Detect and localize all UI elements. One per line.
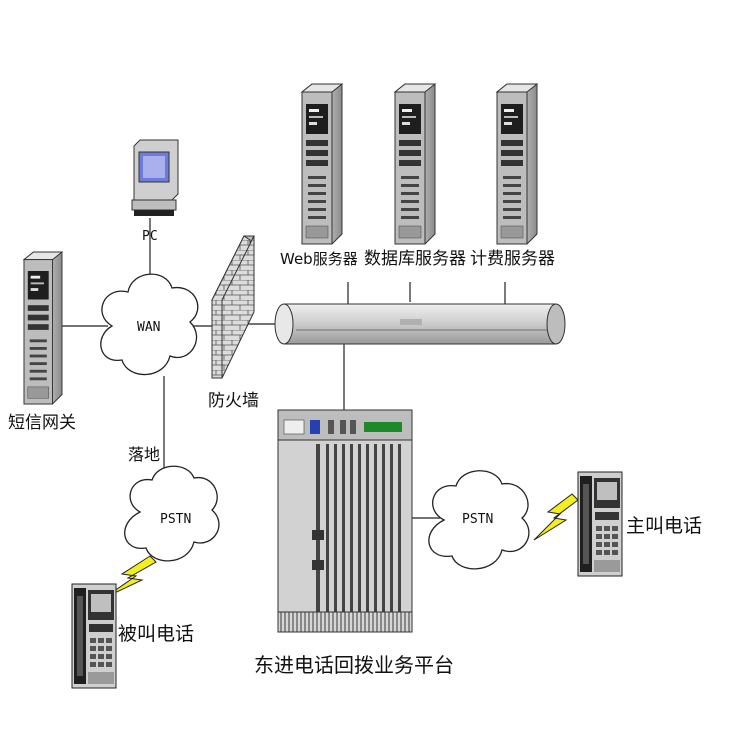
platform-rack-icon	[277, 409, 413, 633]
called-phone-icon	[71, 583, 117, 689]
wan-label: WAN	[137, 320, 160, 335]
lightning-left-icon	[103, 555, 157, 599]
lan-pipe	[274, 303, 566, 345]
web-server-label: Web服务器	[280, 250, 358, 268]
sms-gateway-label: 短信网关	[8, 413, 76, 433]
calling-phone-label: 主叫电话	[626, 515, 702, 537]
db-server-label: 数据库服务器	[364, 249, 466, 269]
pc-label: PC	[142, 229, 158, 244]
pstn-right-cloud-icon	[428, 470, 530, 570]
sms-gateway-server-icon	[23, 251, 63, 405]
pc-icon	[131, 139, 179, 216]
web-server-icon	[301, 83, 343, 245]
billing-server-label: 计费服务器	[470, 249, 555, 269]
pstn-left-label: PSTN	[160, 512, 191, 527]
called-phone-label: 被叫电话	[118, 623, 194, 645]
pstn-right-label: PSTN	[462, 512, 493, 527]
calling-phone-icon	[577, 471, 623, 577]
billing-server-icon	[496, 83, 538, 245]
landing-label: 落地	[128, 445, 160, 464]
firewall-label: 防火墙	[208, 391, 259, 411]
pstn-left-cloud-icon	[124, 465, 220, 562]
lightning-right-icon	[533, 493, 579, 541]
platform-label: 东进电话回拨业务平台	[254, 653, 454, 677]
firewall-icon	[211, 235, 255, 379]
database-server-icon	[394, 83, 436, 245]
wan-cloud-icon	[100, 273, 199, 376]
